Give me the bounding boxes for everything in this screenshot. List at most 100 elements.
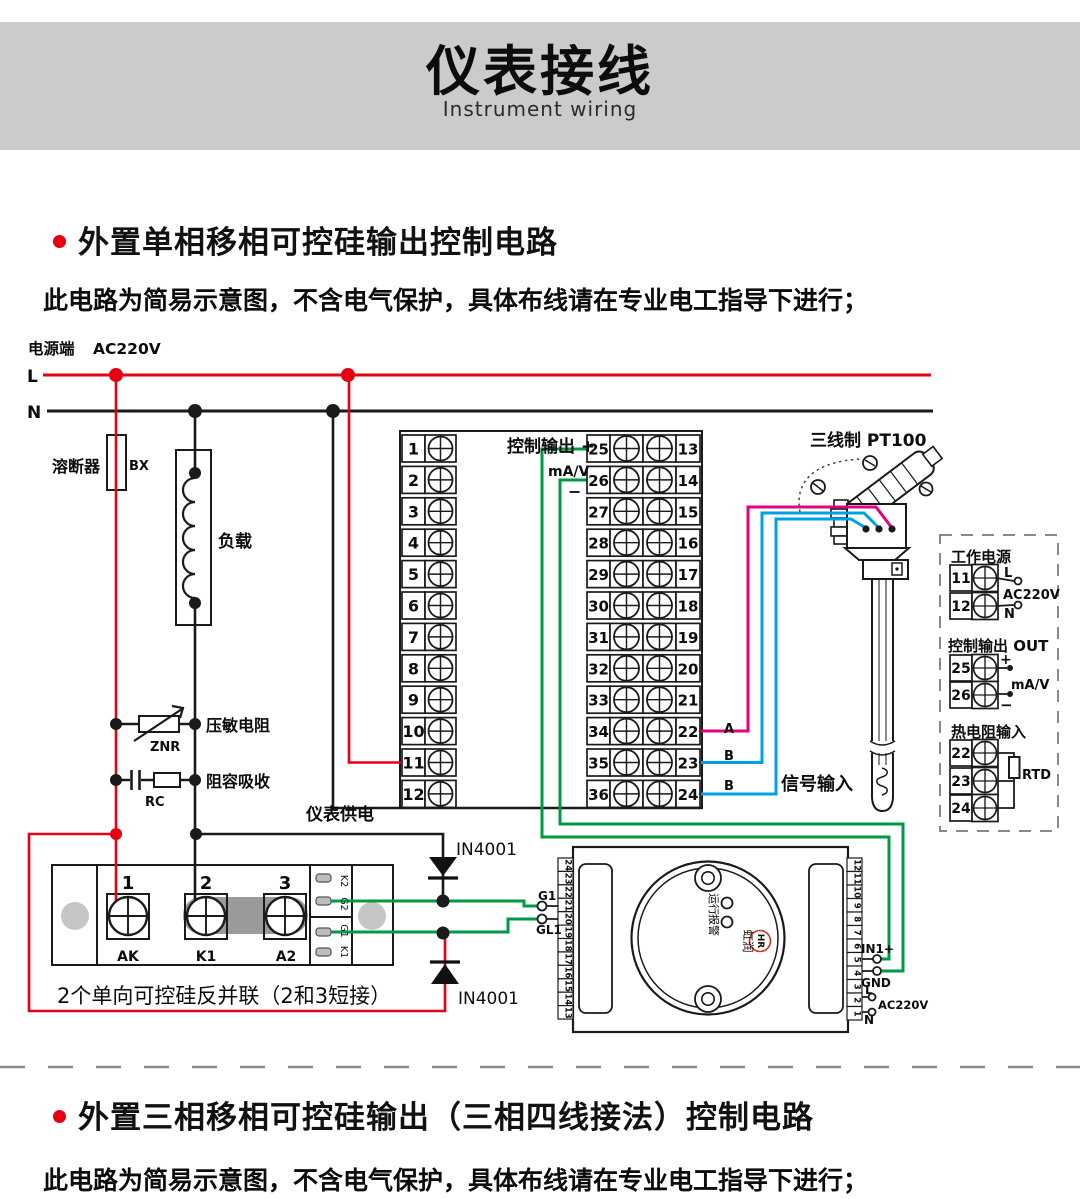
wire-g1-to-gl1	[331, 917, 537, 934]
terminal-number: 35	[588, 755, 609, 773]
gl1-label: GL1	[536, 923, 562, 937]
diode-bottom-in4001	[430, 960, 460, 984]
section2-note: 此电路为简易示意图，不含电气保护，具体布线请在专业电工指导下进行；	[43, 1166, 869, 1195]
terminal-number: 12	[402, 785, 424, 804]
module-hole-right	[358, 902, 386, 930]
ref-ac-label: AC220V	[1003, 588, 1060, 603]
varistor-arrow	[133, 704, 185, 742]
terminal-number: 18	[678, 598, 699, 616]
overlays	[0, 368, 1080, 1069]
instrument-power-label: 仪表供电	[305, 804, 374, 825]
page-title: 仪表接线	[426, 40, 654, 103]
diode-top-label: IN4001	[456, 840, 517, 860]
terminal-number: 2	[852, 997, 862, 1003]
probe-element-coil	[876, 767, 888, 796]
pin-label-g2: G2	[338, 897, 349, 910]
terminal-number: 10	[852, 886, 862, 898]
junction-dots	[109, 368, 1013, 940]
scr-module-caption: 2个单向可控硅反并联（2和3短接）	[57, 984, 392, 1008]
probe-break-mark	[869, 740, 896, 746]
wire-n-to-terminal12	[331, 411, 702, 810]
module-terminal-1: 1	[122, 873, 135, 894]
ref-minus-label: −	[1000, 696, 1013, 714]
sensor-neck	[842, 547, 912, 561]
brand-label: 虹润	[741, 930, 755, 953]
n-line-label: N	[27, 403, 41, 423]
terminal-number: 2	[408, 471, 419, 490]
section1-title: 外置单相移相可控硅输出控制电路	[78, 225, 558, 261]
wire-g2-to-g1	[331, 899, 538, 908]
terminal-cell	[675, 779, 701, 809]
terminal-number: 11	[852, 873, 862, 885]
terminal-number: 14	[678, 472, 699, 490]
wire-26-to-gnd	[558, 478, 905, 973]
terminal-number: 8	[852, 916, 862, 922]
board-l-label: L	[865, 983, 873, 997]
terminal-number: 21	[563, 900, 573, 912]
section1-note: 此电路为简易示意图，不含电气保护，具体布线请在专业电工指导下进行；	[43, 286, 869, 315]
rc-capacitor-plates	[130, 770, 141, 790]
terminal-number: 6	[852, 943, 862, 949]
terminal-number: 25	[588, 441, 609, 459]
terminal-cell	[675, 653, 701, 683]
wiring-lines	[27, 373, 1015, 1013]
wire-25-to-in1	[540, 447, 891, 961]
terminal-number: 1	[408, 440, 419, 459]
terminal-number: 5	[408, 565, 419, 584]
terminal-number: 5	[852, 957, 862, 963]
power-voltage-label: AC220V	[93, 340, 161, 358]
module-hole-left	[61, 902, 89, 930]
pin-label-g1: G1	[338, 924, 349, 937]
terminal-number: 25	[951, 661, 970, 677]
terminal-number: 34	[588, 723, 609, 741]
alarm-led-icon	[720, 915, 734, 929]
run-led-icon	[720, 896, 734, 910]
terminal-cell	[675, 528, 701, 558]
gnd-terminal	[872, 966, 882, 976]
terminal-number: 4	[852, 970, 862, 976]
pin-slot-k1	[315, 947, 332, 957]
ref-n-terminal	[1013, 600, 1023, 610]
clamp-bar-right	[808, 863, 844, 1014]
terminal-number: 17	[563, 953, 573, 965]
ref-l-terminal	[1013, 576, 1023, 586]
terminal-number: 15	[678, 503, 699, 521]
terminal-number: 26	[588, 472, 609, 490]
board-l-terminal	[867, 992, 877, 1002]
ref-l-label: L	[1004, 566, 1012, 581]
terminal-cell	[675, 748, 701, 777]
terminal-number: 24	[951, 801, 971, 817]
section2-bullet-icon	[53, 1110, 66, 1123]
pt100-sensor	[798, 445, 944, 813]
pin-label-k2: K2	[338, 875, 349, 887]
terminal-number: 7	[852, 930, 862, 936]
fuse-code-label: BX	[129, 459, 149, 474]
terminal-number: 30	[588, 598, 609, 616]
terminal-number: 27	[588, 503, 609, 521]
power-terminal-label: 电源端	[28, 339, 75, 358]
diode-bottom-label: IN4001	[458, 989, 519, 1009]
terminal-number: 31	[588, 629, 609, 647]
g1-label: G1	[538, 889, 556, 903]
alarm-led-label: 报警	[707, 914, 721, 936]
gl1-terminal	[536, 913, 548, 925]
terminal-number: 21	[678, 692, 699, 710]
output-minus-label: −	[568, 482, 581, 501]
terminal-number: 23	[563, 873, 573, 885]
diode-top-in4001	[428, 857, 458, 880]
terminal-number: 14	[563, 993, 573, 1005]
terminal-cell	[675, 622, 701, 652]
ref-title-output: 控制输出 OUT	[948, 637, 1049, 655]
wire-a-pink	[662, 505, 894, 733]
signal-input-label: 信号输入	[781, 773, 853, 795]
rc-label: 阻容吸收	[206, 772, 270, 791]
terminal-number: 3	[852, 984, 862, 990]
run-led-label: 运行	[707, 893, 720, 915]
l-line-label: L	[27, 367, 38, 387]
wire-b1-label: B	[724, 749, 734, 764]
header-banner: 仪表接线 Instrument wiring	[0, 22, 1080, 150]
rc-resistor-body	[153, 772, 181, 788]
fuse-label: 溶断器	[52, 457, 101, 476]
